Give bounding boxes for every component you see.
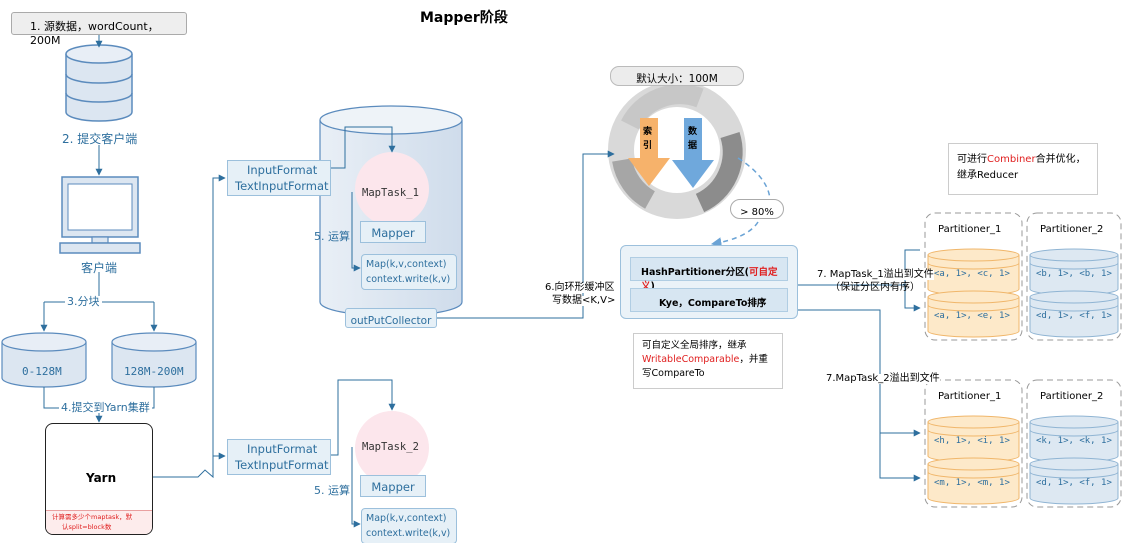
- compute-2-label: 5. 运算: [314, 484, 350, 497]
- partition-name-label: Partitioner_2: [1040, 391, 1104, 402]
- step7-2-label: 7.MapTask_2溢出到文件: [826, 373, 940, 384]
- buffer-size-label: 默认大小：100M: [610, 66, 744, 86]
- database-icon: [65, 44, 133, 122]
- mapper-2-box: Mapper: [360, 475, 426, 497]
- partition-cylinder-ring: [1029, 262, 1119, 270]
- partition-cylinder-ring: [927, 304, 1020, 312]
- partition-name-label: Partitioner_2: [1040, 224, 1104, 235]
- index-char-1: 索: [643, 127, 653, 137]
- step6-line1: 6.向环形缓冲区: [545, 282, 615, 293]
- data-char-2: 据: [688, 141, 698, 151]
- partition-cylinder-ring: [927, 262, 1020, 270]
- partition-kv-label: <a, 1>, <e, 1>: [934, 311, 1010, 321]
- computer-icon: [59, 176, 141, 254]
- partition-kv-label: <d, 1>, <f, 1>: [1036, 311, 1112, 321]
- partition-kv-label: <b, 1>, <b, 1>: [1036, 269, 1112, 279]
- partition-kv-label: <k, 1>, <k, 1>: [1036, 436, 1112, 446]
- step2-label: 2. 提交客户端: [62, 132, 138, 146]
- step6-line2: 写数据<K,V>: [552, 295, 616, 306]
- partition-cylinder-ring: [927, 429, 1020, 437]
- partition-name-label: Partitioner_1: [938, 391, 1002, 402]
- block-cylinder-0-128: [1, 332, 87, 388]
- partition-cylinder-top: [1029, 290, 1119, 304]
- step7-1-line2: （保证分区内有序）: [830, 282, 920, 293]
- partition-kv-label: <a, 1>, <c, 1>: [934, 269, 1010, 279]
- yarn-note: 计算需多少个maptask，默 认split=block数: [46, 510, 152, 534]
- step7-1-line1: 7. MapTask_1溢出到文件: [817, 269, 934, 280]
- partition-cylinder-ring: [1029, 471, 1119, 479]
- partition-name-label: Partitioner_1: [938, 224, 1002, 235]
- maptask-1-circle: [355, 152, 429, 226]
- sort-box: Kye，CompareTo排序: [630, 288, 788, 312]
- combiner-note-box: 可进行Combiner合并优化， 继承Reducer: [948, 143, 1098, 195]
- partition-kv-label: <m, 1>, <m, 1>: [934, 478, 1010, 488]
- sort-note-box: 可自定义全局排序，继承 WritableComparable，并重 写Compa…: [633, 333, 783, 389]
- data-char-1: 数: [688, 127, 698, 137]
- yarn-box: Yarn 计算需多少个maptask，默 认split=block数: [45, 423, 153, 535]
- mapper-1-box: Mapper: [360, 221, 426, 243]
- partition-cylinder-top: [927, 415, 1020, 429]
- threshold-badge: > 80%: [730, 199, 784, 219]
- compute-1-label: 5. 运算: [314, 230, 350, 243]
- block-1-label: 0-128M: [22, 365, 62, 378]
- partition-sort-panel: HashPartitioner分区(可自定义) Kye，CompareTo排序: [620, 245, 798, 319]
- block-cylinder-128-200: [111, 332, 197, 388]
- maptask-2-label: MapTask_2: [362, 441, 419, 453]
- block-2-label: 128M-200M: [124, 365, 184, 378]
- partition-kv-label: <d, 1>, <f, 1>: [1036, 478, 1112, 488]
- partition-cylinder-body: [1029, 464, 1119, 505]
- partition-cylinder-ring: [927, 471, 1020, 479]
- partition-cylinder-body: [1029, 297, 1119, 338]
- map-box-2: Map(k,v,context) context.write(k,v): [361, 508, 457, 543]
- step4-label: 4.提交到Yarn集群: [59, 401, 152, 414]
- partition-cylinder-top: [1029, 415, 1119, 429]
- partition-cylinder-top: [1029, 457, 1119, 471]
- partition-cylinder-top: [927, 290, 1020, 304]
- partition-cylinder-body: [927, 297, 1020, 338]
- partition-cylinder-ring: [1029, 429, 1119, 437]
- partition-cylinder-top: [927, 457, 1020, 471]
- map-box-1: Map(k,v,context) context.write(k,v): [361, 254, 457, 290]
- client-label: 客户端: [81, 261, 118, 275]
- ring-buffer-icon: [608, 81, 746, 219]
- partition-cylinder-top: [1029, 248, 1119, 262]
- output-collector-box: outPutCollector: [345, 308, 437, 328]
- partition-cylinder-top: [927, 248, 1020, 262]
- source-data-label: 1. 源数据，wordCount，200M: [11, 12, 187, 47]
- maptask-2-circle: [355, 411, 429, 485]
- index-char-2: 引: [643, 141, 653, 151]
- partition-cylinders: [927, 248, 1119, 505]
- partition-cylinder-ring: [1029, 304, 1119, 312]
- partition-cylinder-body: [927, 464, 1020, 505]
- step3-label: 3.分块: [65, 295, 102, 308]
- yarn-title: Yarn: [86, 471, 117, 485]
- input-format-1: InputFormat TextInputFormat: [227, 160, 331, 196]
- input-format-2: InputFormat TextInputFormat: [227, 439, 331, 475]
- maptask-1-label: MapTask_1: [362, 187, 419, 199]
- hash-partitioner-box: HashPartitioner分区(可自定义): [630, 257, 788, 292]
- partition-kv-label: <h, 1>, <i, 1>: [934, 436, 1010, 446]
- page-title: Mapper阶段: [420, 10, 508, 26]
